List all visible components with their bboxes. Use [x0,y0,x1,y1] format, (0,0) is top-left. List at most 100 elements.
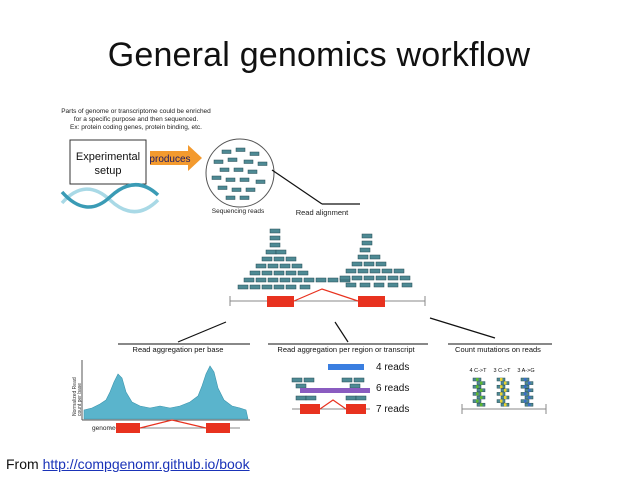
mutation-mark [504,381,507,385]
read [361,240,373,246]
read [351,275,363,281]
branch-connector [334,321,349,343]
read [243,159,254,164]
read [361,233,373,239]
read [345,395,357,401]
mutation-mark [500,399,503,403]
mutation-label: 3 C->T [494,368,512,374]
mutation-mark [504,403,507,407]
read [217,185,228,190]
read [273,284,285,290]
read [219,167,230,172]
read-count-label: 4 reads [376,362,409,373]
read [297,270,309,276]
intron [293,288,359,302]
read [399,275,411,281]
coverage-panel: Normalized Read count per base genome [72,360,250,433]
produces-arrow: produces [149,145,202,171]
connector-line [271,169,323,205]
intron [139,419,207,429]
intro-text: Parts of genome or transcriptome could b… [61,108,211,131]
junction-read [300,388,370,393]
mutation-mark [504,396,507,399]
mutation-mark [480,403,483,407]
read-count-label: 7 reads [376,404,409,415]
mutation-mark [480,396,483,399]
mutation-mark [524,399,527,403]
branch-connector [177,321,227,343]
read [291,263,303,269]
mutation-mark [528,403,531,407]
per-region-panel: 4 reads 6 reads 7 reads [291,362,409,415]
read [249,270,261,276]
read [249,151,260,156]
mutation-mark [500,385,503,389]
read [291,277,303,283]
read [273,256,285,262]
read [231,187,242,192]
read [261,270,273,276]
read [295,383,307,389]
read [369,268,381,274]
read [345,282,357,288]
read [269,242,281,248]
read [235,147,246,152]
y-axis-label: Normalized Read [72,377,78,416]
sequencing-reads-label: Sequencing reads [212,208,265,215]
read [339,275,351,281]
read [265,249,277,255]
mutation-mark [524,378,527,381]
read [375,275,387,281]
read [401,282,413,288]
coverage-area [83,365,249,420]
branch-title-per-region: Read aggregation per region or transcrip… [277,345,415,354]
intron [319,399,347,410]
mutation-label: 4 C->T [470,368,488,374]
branch-connector [429,317,496,339]
read [387,275,399,281]
read [359,247,371,253]
branch-title-per-base: Read aggregation per base [133,345,224,354]
exon [346,404,366,414]
mutation-mark [476,392,479,396]
mutation-mark [528,396,531,399]
read [275,249,287,255]
read [375,261,387,267]
read [221,149,232,154]
read [285,284,297,290]
mutation-mark [480,388,483,392]
slide-title: General genomics workflow [107,36,531,74]
read [211,175,222,180]
transcript-read [328,364,364,370]
source-link[interactable]: http://compgenomr.github.io/book [42,456,250,472]
read [249,284,261,290]
read [351,261,363,267]
read [245,187,256,192]
mutation-mark [476,399,479,403]
read [273,270,285,276]
read [247,169,258,174]
mutation-reads [472,377,534,407]
read [279,263,291,269]
read [373,282,385,288]
read-alignment-label: Read alignment [296,208,349,217]
read [349,383,361,389]
read [255,277,267,283]
region-reads [291,377,367,401]
exon [116,423,140,433]
read [279,277,291,283]
produces-label: produces [149,154,190,165]
read [387,282,399,288]
read [363,275,375,281]
experimental-setup-box [69,139,147,185]
read [237,284,249,290]
exon [267,296,294,307]
read [239,177,250,182]
read [355,395,367,401]
mutations-panel: 4 C->T 3 C->T 3 A->G [461,368,547,414]
genome-label: genome [92,425,116,432]
setup-box-line: Experimental [76,151,140,163]
read [233,167,244,172]
mutation-mark [500,378,503,381]
gene-model [229,288,426,307]
